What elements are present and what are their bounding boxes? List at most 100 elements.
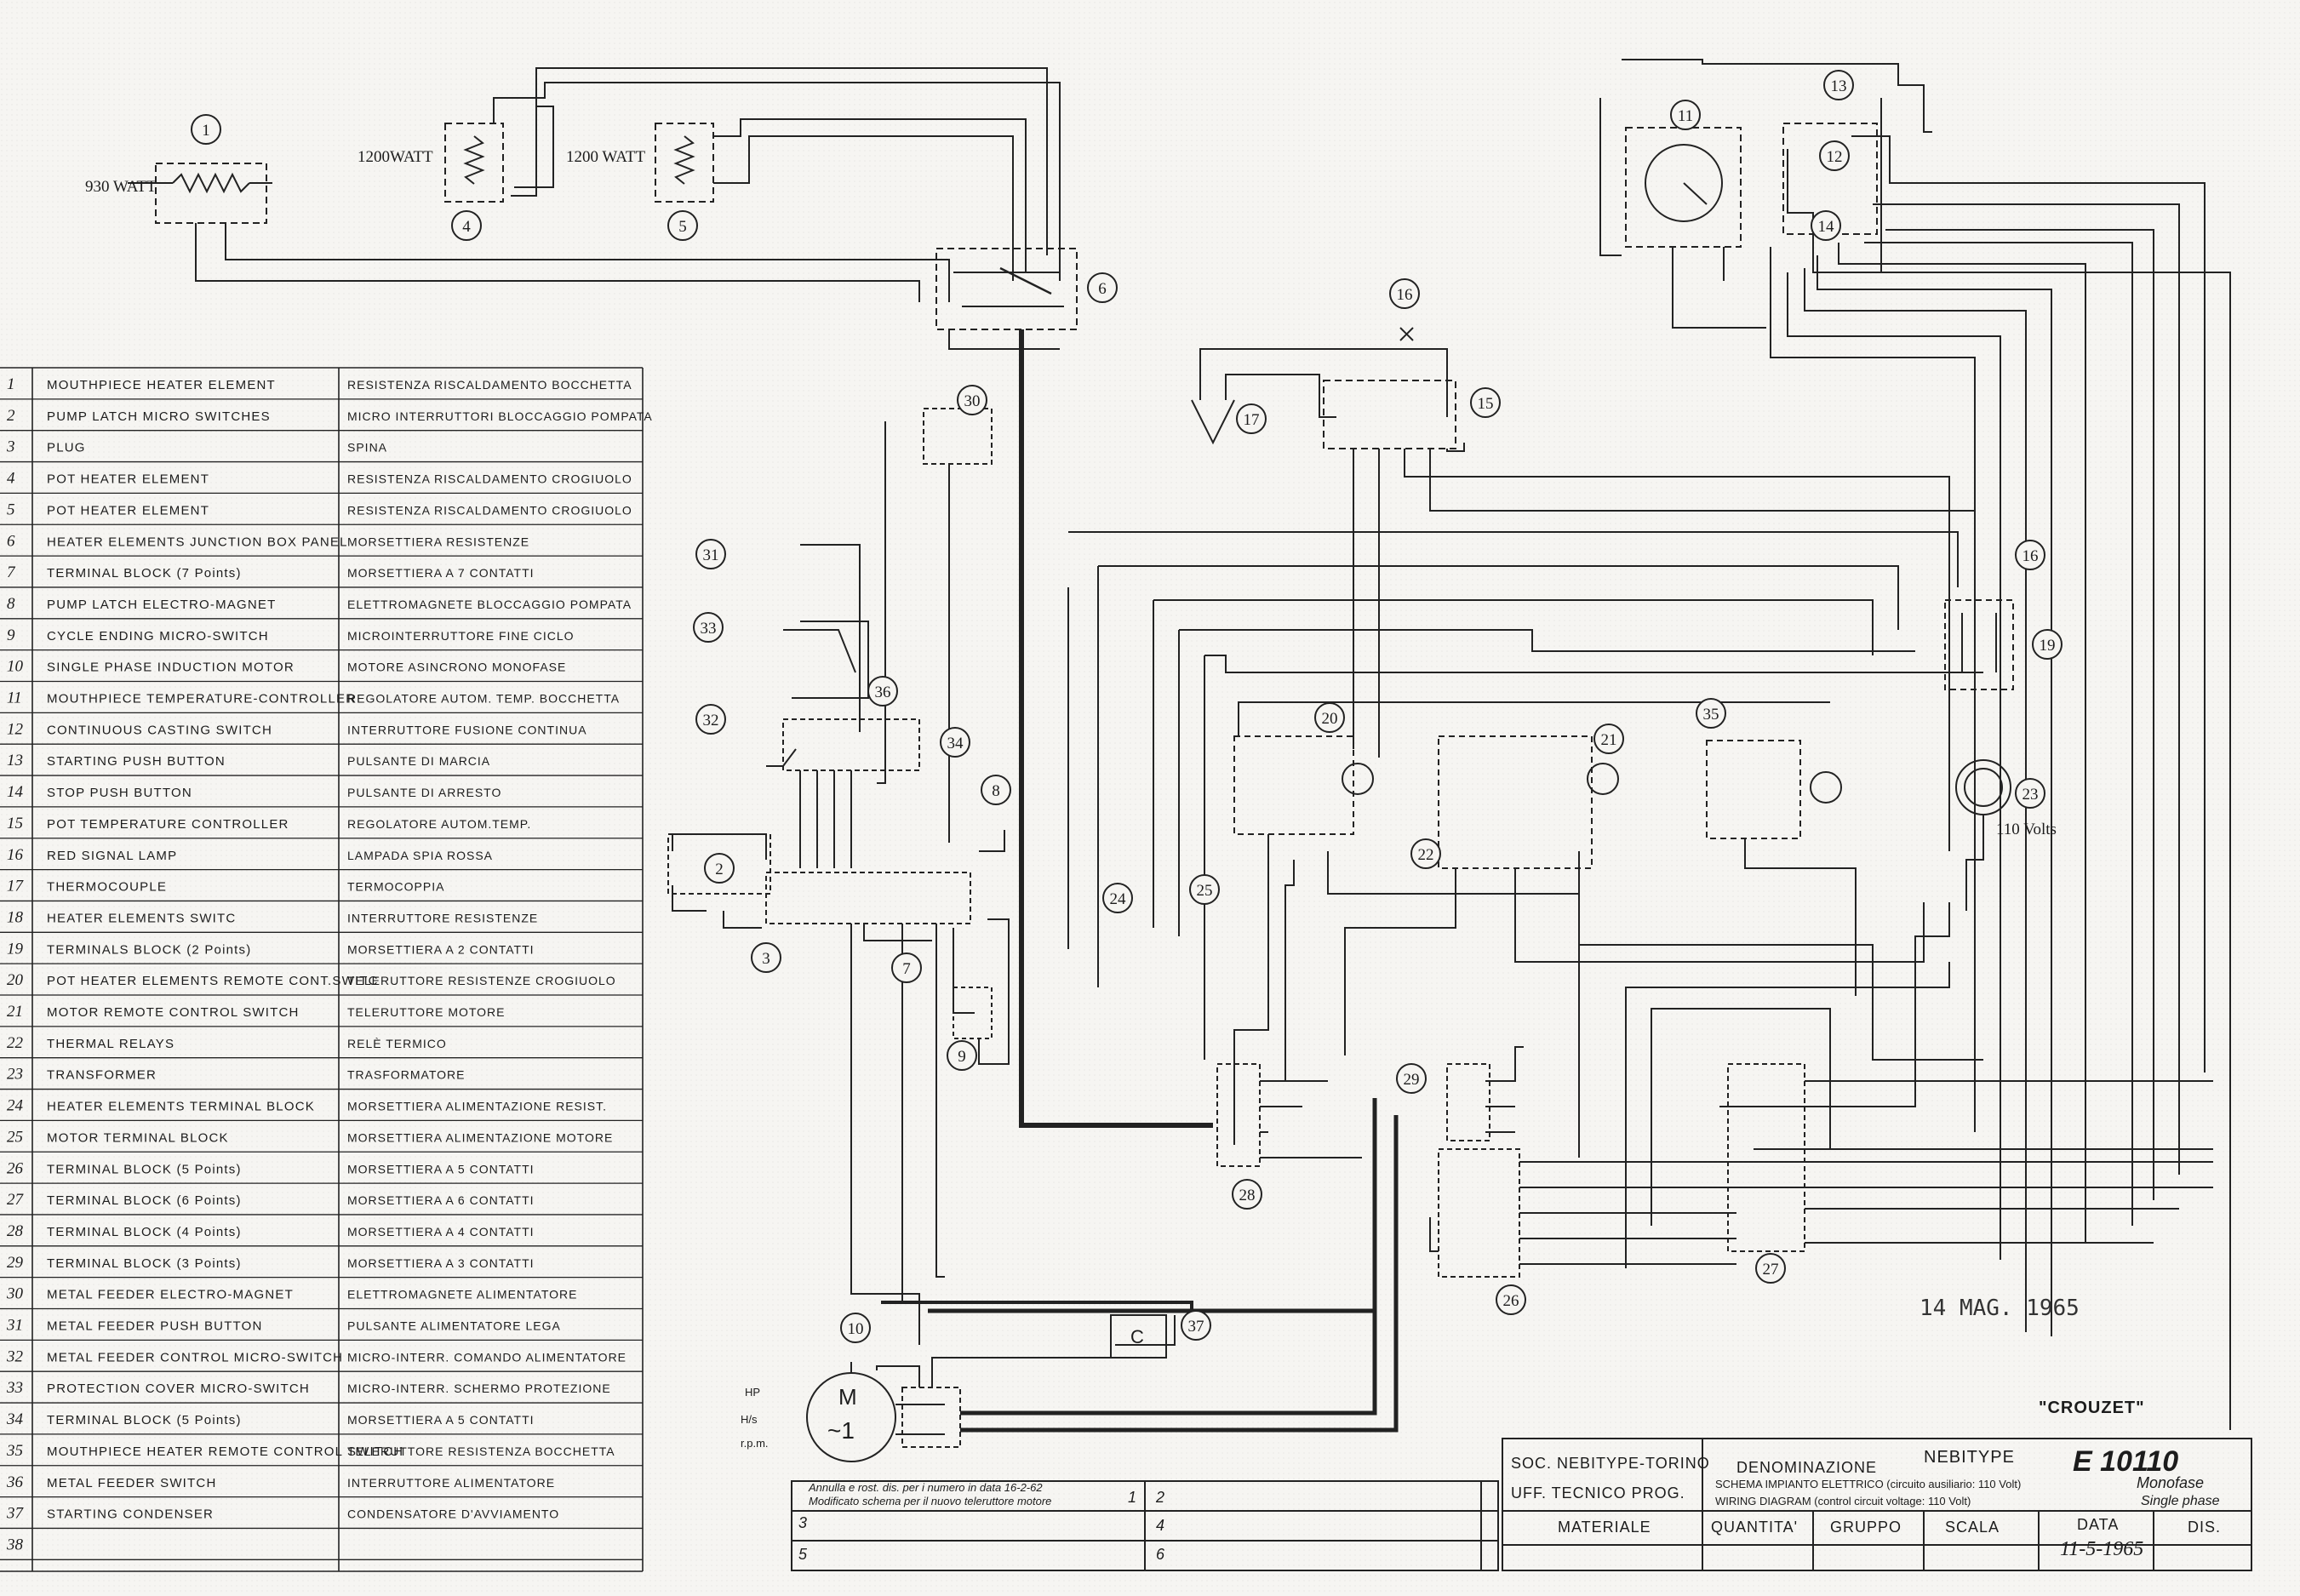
side-label-hs: H/s: [741, 1413, 758, 1426]
italian-phase: Monofase: [2137, 1474, 2204, 1491]
legend-row: 17 THERMOCOUPLE TERMOCOPPIA: [0, 878, 643, 902]
legend-row-number: 24: [7, 1097, 24, 1115]
component-number: 15: [1478, 395, 1494, 413]
legend-row-english: TERMINAL BLOCK (3 Points): [47, 1256, 242, 1271]
legend-row-italian: MICROINTERRUTTORE FINE CICLO: [347, 629, 575, 643]
left-control-section: [667, 408, 1193, 1346]
legend-row-english: HEATER ELEMENTS SWITC: [47, 911, 236, 925]
component-number: 9: [958, 1048, 966, 1066]
legend-row-italian: TERMOCOPPIA: [347, 880, 444, 894]
component-marker-33: 33: [693, 612, 724, 643]
revision-row-3: 3: [798, 1514, 807, 1531]
component-number: 23: [2023, 786, 2039, 804]
component-marker-8: 8: [981, 775, 1011, 805]
component-number: 20: [1322, 710, 1338, 728]
legend-row-english: TERMINAL BLOCK (7 Points): [47, 566, 242, 581]
legend-row-italian: RESISTENZA RISCALDAMENTO CROGIUOLO: [347, 472, 632, 486]
revision-row-6: 6: [1156, 1546, 1165, 1563]
component-number: 35: [1703, 706, 1719, 724]
legend-row-english: TERMINAL BLOCK (5 Points): [47, 1162, 242, 1176]
data-label: DATA: [2077, 1516, 2119, 1533]
motor-label-phase: ~1: [827, 1417, 855, 1444]
component-number: 16: [2023, 547, 2039, 565]
revision-row-2: 2: [1155, 1489, 1164, 1506]
legend-row: 11 MOUTHPIECE TEMPERATURE-CONTROLLERREGOL…: [0, 689, 643, 713]
component-number: 7: [902, 960, 911, 978]
legend-row-italian: MORSETTIERA A 3 CONTATTI: [347, 1256, 535, 1270]
legend-row-italian: TRASFORMATORE: [347, 1068, 466, 1082]
dis-label: DIS.: [2188, 1519, 2221, 1536]
component-number: 12: [1827, 148, 1843, 166]
data-value: 11-5-1965: [2060, 1538, 2143, 1560]
component-marker-29: 29: [1396, 1063, 1427, 1094]
legend-row-number: 38: [6, 1536, 24, 1553]
component-number: 24: [1110, 890, 1127, 908]
side-label-rpm: r.p.m.: [741, 1437, 769, 1450]
legend-row-english: TERMINAL BLOCK (6 Points): [47, 1193, 242, 1208]
legend-row-number: 29: [7, 1254, 24, 1272]
legend-row-number: 33: [6, 1379, 23, 1397]
legend-row-number: 7: [7, 563, 16, 581]
component-marker-35: 35: [1696, 698, 1726, 729]
component-number: 11: [1678, 107, 1693, 125]
legend-row-number: 31: [6, 1317, 23, 1335]
legend-row-english: PROTECTION COVER MICRO-SWITCH: [47, 1381, 310, 1396]
legend-row-italian: MORSETTIERA ALIMENTAZIONE RESIST.: [347, 1100, 607, 1113]
legend-row: 33 PROTECTION COVER MICRO-SWITCH MICRO-INT…: [0, 1379, 643, 1404]
legend-row-english: MOUTHPIECE HEATER REMOTE CONTROL SWITCH: [47, 1444, 403, 1459]
heater-section: [128, 67, 1213, 1128]
component-number: 37: [1188, 1318, 1204, 1336]
legend-row-number: 19: [7, 940, 24, 958]
revision-line-2: Modificato schema per il nuovo telerutto…: [809, 1495, 1051, 1507]
legend-row-number: 1: [7, 375, 15, 393]
power-label-930w: 930 WATT: [85, 178, 157, 196]
power-label-1200w-a: 1200WATT: [358, 148, 433, 166]
component-marker-11: 11: [1670, 100, 1701, 130]
legend-row-number: 17: [7, 878, 25, 895]
legend-row-number: 11: [7, 689, 22, 707]
legend-row-english: METAL FEEDER CONTROL MICRO-SWITCH: [47, 1350, 343, 1364]
legend-row-english: PUMP LATCH MICRO SWITCHES: [47, 409, 271, 424]
motor-label-m: M: [838, 1384, 857, 1410]
legend-row-english: MOUTHPIECE TEMPERATURE-CONTROLLER: [47, 692, 356, 706]
legend-row-english: METAL FEEDER PUSH BUTTON: [47, 1319, 263, 1334]
legend-row-italian: RELÈ TERMICO: [347, 1037, 447, 1050]
component-marker-13: 13: [1823, 70, 1854, 100]
legend-row-italian: ELETTROMAGNETE BLOCCAGGIO POMPATA: [347, 598, 632, 611]
legend-row-english: POT HEATER ELEMENT: [47, 503, 209, 518]
component-number: 16: [1397, 286, 1413, 304]
component-number: 25: [1197, 882, 1213, 900]
legend-row-number: 22: [7, 1034, 24, 1052]
parts-legend-table: [0, 367, 644, 1572]
legend-row-italian: REGOLATORE AUTOM. TEMP. BOCCHETTA: [347, 692, 620, 706]
legend-row-number: 4: [7, 470, 15, 488]
component-marker-3: 3: [751, 942, 781, 973]
english-phase: Single phase: [2141, 1494, 2220, 1508]
legend-row-italian: PULSANTE DI ARRESTO: [347, 786, 501, 799]
legend-row-italian: MORSETTIERA ALIMENTAZIONE MOTORE: [347, 1130, 613, 1144]
component-marker-30: 30: [957, 385, 987, 415]
component-marker-26: 26: [1496, 1284, 1526, 1315]
drawing-number: E 10110: [2073, 1445, 2178, 1478]
mouthpiece-controller-section: [1599, 59, 2231, 1430]
legend-row-number: 5: [7, 501, 15, 518]
component-marker-24: 24: [1102, 883, 1133, 913]
component-number: 2: [715, 861, 724, 878]
component-marker-6: 6: [1087, 272, 1118, 303]
technical-office: UFF. TECNICO PROG.: [1511, 1484, 1685, 1502]
legend-row-italian: MORSETTIERA A 5 CONTATTI: [347, 1162, 535, 1176]
legend-row-italian: MORSETTIERA A 7 CONTATTI: [347, 566, 535, 580]
legend-row-english: THERMOCOUPLE: [47, 880, 167, 895]
legend-row-number: 27: [7, 1191, 25, 1209]
legend-row-italian: MICRO-INTERR. SCHERMO PROTEZIONE: [347, 1381, 611, 1395]
legend-row-english: STARTING CONDENSER: [47, 1507, 214, 1522]
legend-row-english: TRANSFORMER: [47, 1068, 157, 1083]
